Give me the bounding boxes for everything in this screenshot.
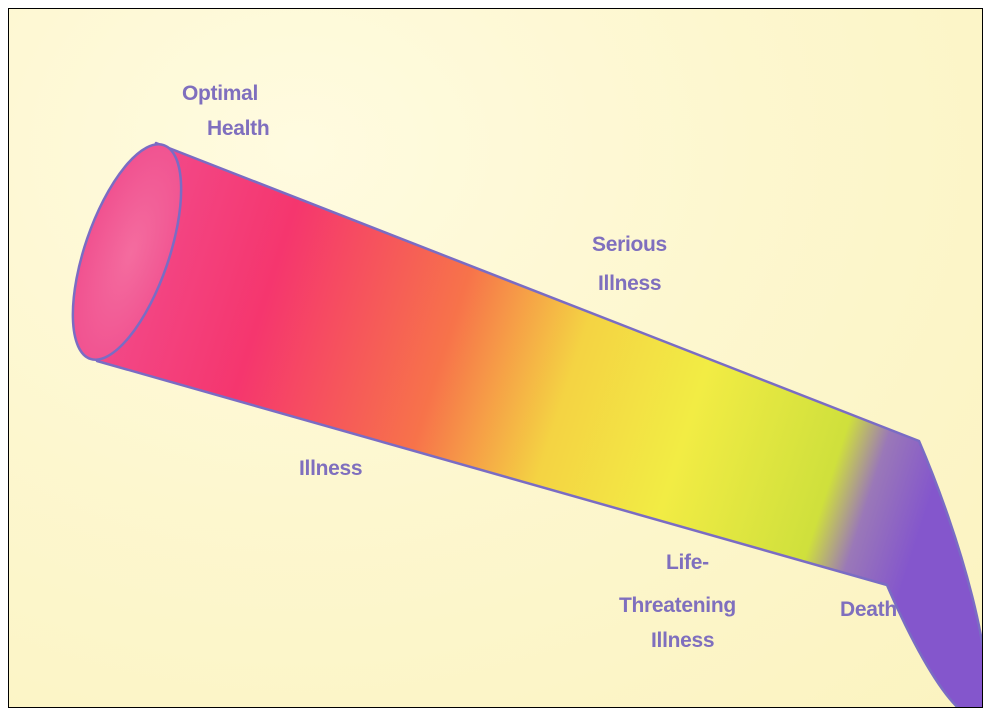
label-health: Health	[207, 117, 269, 140]
label-illness-2: Illness	[651, 629, 714, 652]
diagram-frame: Optimal Health Serious Illness Illness L…	[8, 8, 983, 708]
label-optimal-health: Optimal Health	[182, 82, 269, 140]
health-continuum-diagram: Optimal Health Serious Illness Illness L…	[9, 9, 983, 708]
continuum-tube	[97, 143, 983, 708]
label-illness: Illness	[299, 457, 362, 480]
label-life: Life-	[666, 551, 709, 574]
label-life-threatening-illness: Life- Threatening Illness	[619, 551, 741, 652]
label-serious: Serious	[592, 233, 667, 256]
label-illness-1: Illness	[598, 272, 661, 295]
label-death: Death	[840, 598, 897, 621]
label-threatening: Threatening	[619, 594, 736, 617]
label-optimal: Optimal	[182, 82, 258, 105]
label-serious-illness: Serious Illness	[592, 233, 672, 295]
